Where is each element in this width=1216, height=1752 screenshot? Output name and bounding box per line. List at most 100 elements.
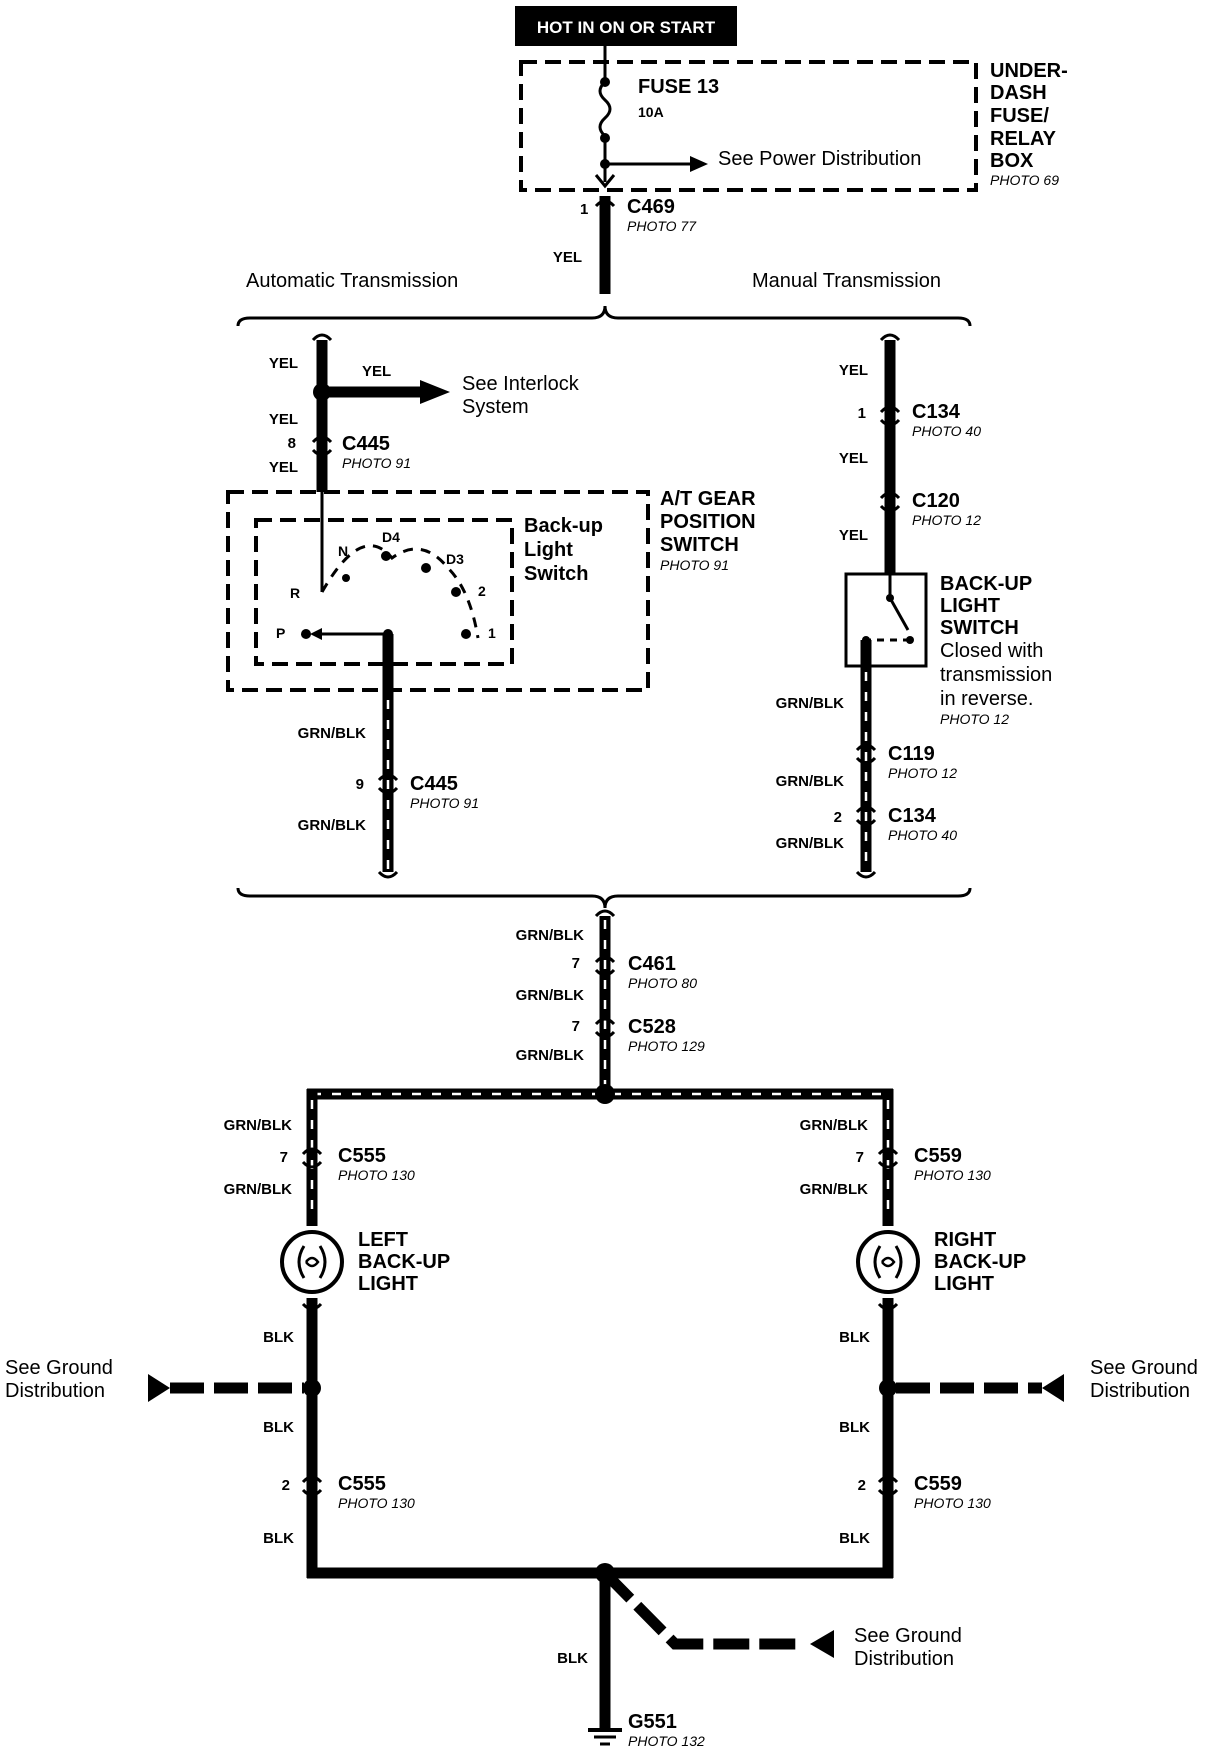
left-ground-note-1[interactable]: See Ground bbox=[5, 1357, 113, 1379]
c120-label: C120 bbox=[912, 490, 960, 512]
at-wire-out-color: GRN/BLK bbox=[298, 725, 366, 742]
mt-wire-top-color: YEL bbox=[839, 362, 868, 379]
backup-switch-label-3: Switch bbox=[524, 563, 588, 585]
left-backup-light-bulb bbox=[280, 1230, 344, 1294]
ground-symbol bbox=[588, 1728, 622, 1746]
backup-switch-label-1: Back-up bbox=[524, 515, 603, 537]
c469-photo: PHOTO 77 bbox=[627, 218, 697, 234]
fuse-relay-box bbox=[519, 60, 978, 192]
ground-note-1[interactable]: See Ground bbox=[854, 1625, 962, 1647]
at-wire-out-color-2: GRN/BLK bbox=[298, 817, 366, 834]
fuse-rating: 10A bbox=[638, 104, 664, 120]
c559-photo: PHOTO 130 bbox=[914, 1167, 991, 1183]
mt-wire-to-switch-color: YEL bbox=[839, 527, 868, 544]
interlock-note-1[interactable]: See Interlock bbox=[462, 373, 580, 395]
g551-photo: PHOTO 132 bbox=[628, 1733, 705, 1749]
fuse-name: FUSE 13 bbox=[638, 76, 719, 98]
left-light-name-2: BACK-UP bbox=[358, 1251, 450, 1273]
mt-switch-name-1: BACK-UP bbox=[940, 573, 1032, 595]
left-wire-gnd: BLK bbox=[263, 1329, 294, 1346]
c555-label: C555 bbox=[338, 1145, 386, 1167]
c528-pin: 7 bbox=[572, 1018, 580, 1035]
c445-top-label: C445 bbox=[342, 433, 390, 455]
automatic-transmission-label: Automatic Transmission bbox=[246, 270, 458, 292]
gear-switch-name-1: A/T GEAR bbox=[660, 488, 756, 510]
mt-switch-note-2: transmission bbox=[940, 664, 1052, 686]
right-ground-note-2[interactable]: Distribution bbox=[1090, 1380, 1190, 1402]
at-wire-above-c445: YEL bbox=[269, 411, 298, 428]
right-backup-light-bulb bbox=[856, 1230, 920, 1294]
right-wire-in-2: GRN/BLK bbox=[800, 1181, 868, 1198]
at-branch-color: YEL bbox=[362, 363, 391, 380]
mt-switch-note-1: Closed with bbox=[940, 640, 1043, 662]
gear-selector-contacts bbox=[301, 492, 480, 640]
power-distribution-note[interactable]: See Power Distribution bbox=[718, 148, 921, 170]
c469-pin: 1 bbox=[580, 201, 588, 218]
combined-wire-1: GRN/BLK bbox=[516, 927, 584, 944]
left-gnd-pin: 2 bbox=[282, 1477, 290, 1494]
bottom-brace bbox=[236, 887, 972, 909]
position-p: P bbox=[276, 625, 285, 641]
right-ground-note-1[interactable]: See Ground bbox=[1090, 1357, 1198, 1379]
ground-note-2[interactable]: Distribution bbox=[854, 1648, 954, 1670]
main-wire-color: YEL bbox=[553, 249, 582, 266]
left-light-name-3: LIGHT bbox=[358, 1273, 418, 1295]
mt-wire-out-color-2: GRN/BLK bbox=[776, 773, 844, 790]
g551-label: G551 bbox=[628, 1711, 677, 1733]
manual-transmission-label: Manual Transmission bbox=[752, 270, 941, 292]
left-wire-in: GRN/BLK bbox=[224, 1117, 292, 1134]
c461-photo: PHOTO 80 bbox=[628, 975, 697, 991]
c134-top-pin: 1 bbox=[858, 405, 866, 422]
c559-gnd-photo: PHOTO 130 bbox=[914, 1495, 991, 1511]
c559-gnd-label: C559 bbox=[914, 1473, 962, 1495]
right-gnd-pin: 2 bbox=[858, 1477, 866, 1494]
c555-photo: PHOTO 130 bbox=[338, 1167, 415, 1183]
right-wire-gnd-2: BLK bbox=[839, 1419, 870, 1436]
left-light-name-1: LEFT bbox=[358, 1229, 408, 1251]
fuse-box-name-5: BOX bbox=[990, 150, 1034, 172]
c120-photo: PHOTO 12 bbox=[912, 512, 981, 528]
combined-wire-2: GRN/BLK bbox=[516, 987, 584, 1004]
c555-gnd-label: C555 bbox=[338, 1473, 386, 1495]
left-wire-gnd-2: BLK bbox=[263, 1419, 294, 1436]
c469-connector-mark bbox=[594, 199, 616, 208]
interlock-note-2[interactable]: System bbox=[462, 396, 529, 418]
left-wire-in-2: GRN/BLK bbox=[224, 1181, 292, 1198]
gear-switch-name-2: POSITION bbox=[660, 511, 756, 533]
left-connector-pin: 7 bbox=[280, 1149, 288, 1166]
position-d4: D4 bbox=[382, 529, 400, 545]
right-wire-gnd-3: BLK bbox=[839, 1530, 870, 1547]
position-r: R bbox=[290, 585, 300, 601]
at-gear-position-switch bbox=[226, 490, 650, 692]
at-wire-top-color: YEL bbox=[269, 355, 298, 372]
mt-switch-note-3: in reverse. bbox=[940, 688, 1033, 710]
c134-bottom-pin: 2 bbox=[834, 809, 842, 826]
right-gnd-splice bbox=[879, 1379, 897, 1397]
position-d3: D3 bbox=[446, 551, 464, 567]
bus-splice bbox=[595, 1084, 615, 1104]
c134-top-photo: PHOTO 40 bbox=[912, 423, 981, 439]
c559-label: C559 bbox=[914, 1145, 962, 1167]
fuse-13-symbol bbox=[594, 46, 708, 189]
position-2: 2 bbox=[478, 583, 486, 599]
top-brace bbox=[236, 305, 972, 327]
position-1: 1 bbox=[488, 625, 496, 641]
left-ground-note-2[interactable]: Distribution bbox=[5, 1380, 105, 1402]
gear-switch-name-3: SWITCH bbox=[660, 534, 739, 556]
g551-wire-color: BLK bbox=[557, 1650, 588, 1667]
at-wire-below-c445: YEL bbox=[269, 459, 298, 476]
right-wire-gnd: BLK bbox=[839, 1329, 870, 1346]
c134-top-label: C134 bbox=[912, 401, 961, 423]
mt-wire-out-color: GRN/BLK bbox=[776, 695, 844, 712]
mt-wire-out-color-3: GRN/BLK bbox=[776, 835, 844, 852]
c461-pin: 7 bbox=[572, 955, 580, 972]
left-wire-gnd-3: BLK bbox=[263, 1530, 294, 1547]
c528-photo: PHOTO 129 bbox=[628, 1038, 705, 1054]
gear-switch-photo: PHOTO 91 bbox=[660, 557, 729, 573]
mt-switch-name-2: LIGHT bbox=[940, 595, 1000, 617]
c134-bottom-photo: PHOTO 40 bbox=[888, 827, 957, 843]
fuse-box-name-1: UNDER- bbox=[990, 60, 1068, 82]
right-light-name-3: LIGHT bbox=[934, 1273, 994, 1295]
fuse-box-photo: PHOTO 69 bbox=[990, 172, 1059, 188]
mt-switch-photo: PHOTO 12 bbox=[940, 711, 1009, 727]
